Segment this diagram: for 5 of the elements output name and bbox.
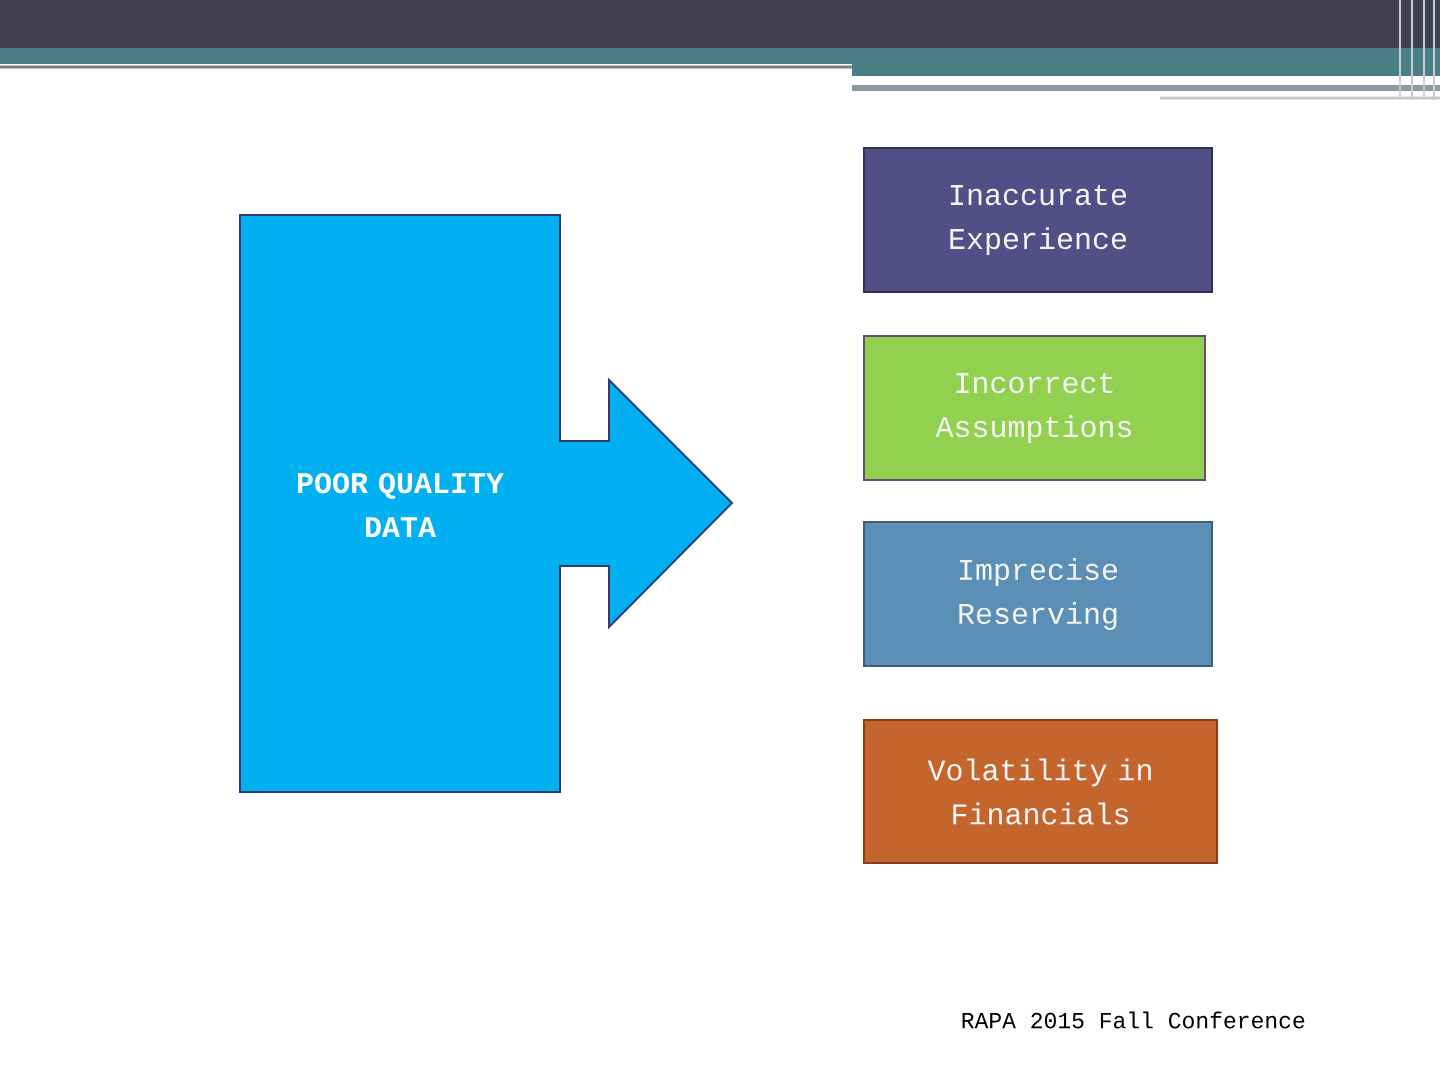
process-box: Incorrect Assumptions (863, 335, 1206, 481)
process-box: Inaccurate Experience (863, 147, 1213, 293)
footer-text: RAPA 2015 Fall Conference (962, 1011, 1305, 1029)
process-box: Volatility in Financials (863, 719, 1218, 864)
process-box: Imprecise Reserving (863, 521, 1213, 667)
